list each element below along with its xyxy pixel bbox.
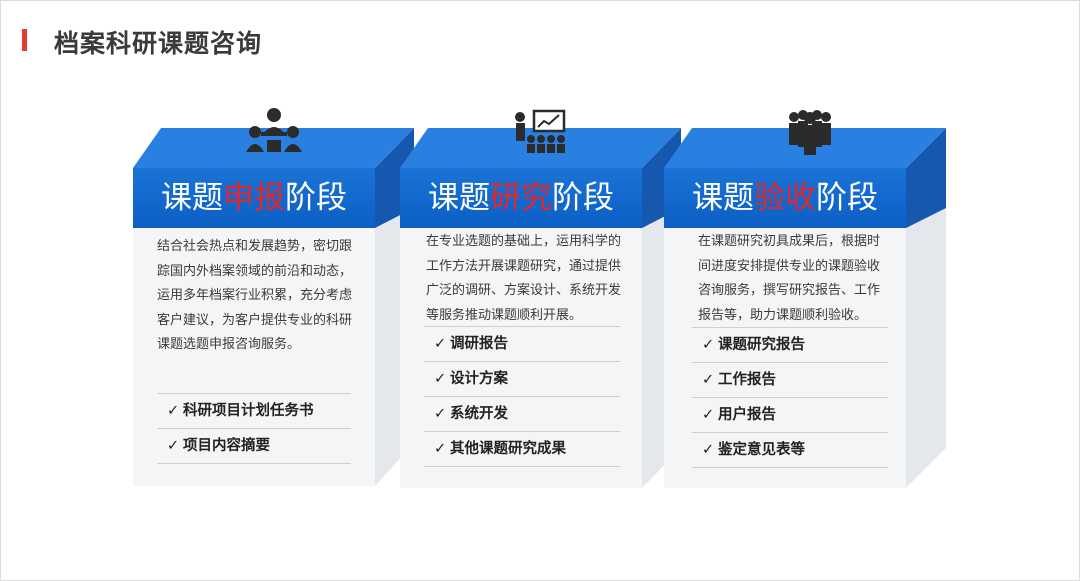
list-item: ✓鉴定意见表等 [692, 433, 888, 468]
deliverables-list: ✓科研项目计划任务书 ✓项目内容摘要 [157, 393, 351, 464]
list-item: ✓工作报告 [692, 363, 888, 398]
stage-description: 在课题研究初具成果后，根据时间进度安排提供专业的课题验收咨询服务，撰写研究报告、… [698, 234, 881, 323]
check-icon: ✓ [434, 441, 447, 457]
presentation-audience-icon [515, 109, 566, 153]
title-accent-bar [22, 29, 27, 51]
stage-card-research: 课题研究阶段 在专业选题的基础上，运用科学的工作方法开展课题研究，通过提供广泛的… [400, 128, 681, 490]
check-icon: ✓ [702, 337, 715, 353]
list-item: ✓用户报告 [692, 398, 888, 433]
check-icon: ✓ [702, 372, 715, 388]
list-item: ✓课题研究报告 [692, 328, 888, 363]
stage-header: 课题申报阶段 [133, 168, 375, 228]
list-item: ✓其他课题研究成果 [424, 432, 620, 467]
stage-card-acceptance: 课题验收阶段 在课题研究初具成果后，根据时间进度安排提供专业的课题验收咨询服务，… [664, 128, 946, 490]
check-icon: ✓ [167, 403, 180, 419]
stage-header: 课题验收阶段 [664, 168, 906, 228]
list-item: ✓系统开发 [424, 397, 620, 432]
check-icon: ✓ [702, 442, 715, 458]
list-item: ✓调研报告 [424, 327, 620, 362]
deliverables-list: ✓课题研究报告 ✓工作报告 ✓用户报告 ✓鉴定意见表等 [692, 327, 888, 468]
page-title: 档案科研课题咨询 [54, 29, 263, 58]
check-icon: ✓ [167, 438, 180, 454]
deliverables-list: ✓调研报告 ✓设计方案 ✓系统开发 ✓其他课题研究成果 [424, 326, 620, 467]
meeting-people-icon [246, 108, 302, 152]
check-icon: ✓ [434, 371, 447, 387]
stage-description: 在专业选题的基础上，运用科学的工作方法开展课题研究，通过提供广泛的调研、方案设计… [426, 234, 622, 323]
list-item: ✓科研项目计划任务书 [157, 394, 351, 429]
list-item: ✓项目内容摘要 [157, 429, 351, 464]
check-icon: ✓ [702, 407, 715, 423]
stage-description: 结合社会热点和发展趋势，密切跟踪国内外档案领域的前沿和动态，运用多年档案行业积累… [157, 239, 353, 352]
stage-header: 课题研究阶段 [400, 168, 642, 228]
business-team-icon [789, 110, 831, 155]
check-icon: ✓ [434, 336, 447, 352]
list-item: ✓设计方案 [424, 362, 620, 397]
stage-card-apply: 课题申报阶段 结合社会热点和发展趋势，密切跟踪国内外档案领域的前沿和动态，运用多… [133, 128, 414, 488]
check-icon: ✓ [434, 406, 447, 422]
